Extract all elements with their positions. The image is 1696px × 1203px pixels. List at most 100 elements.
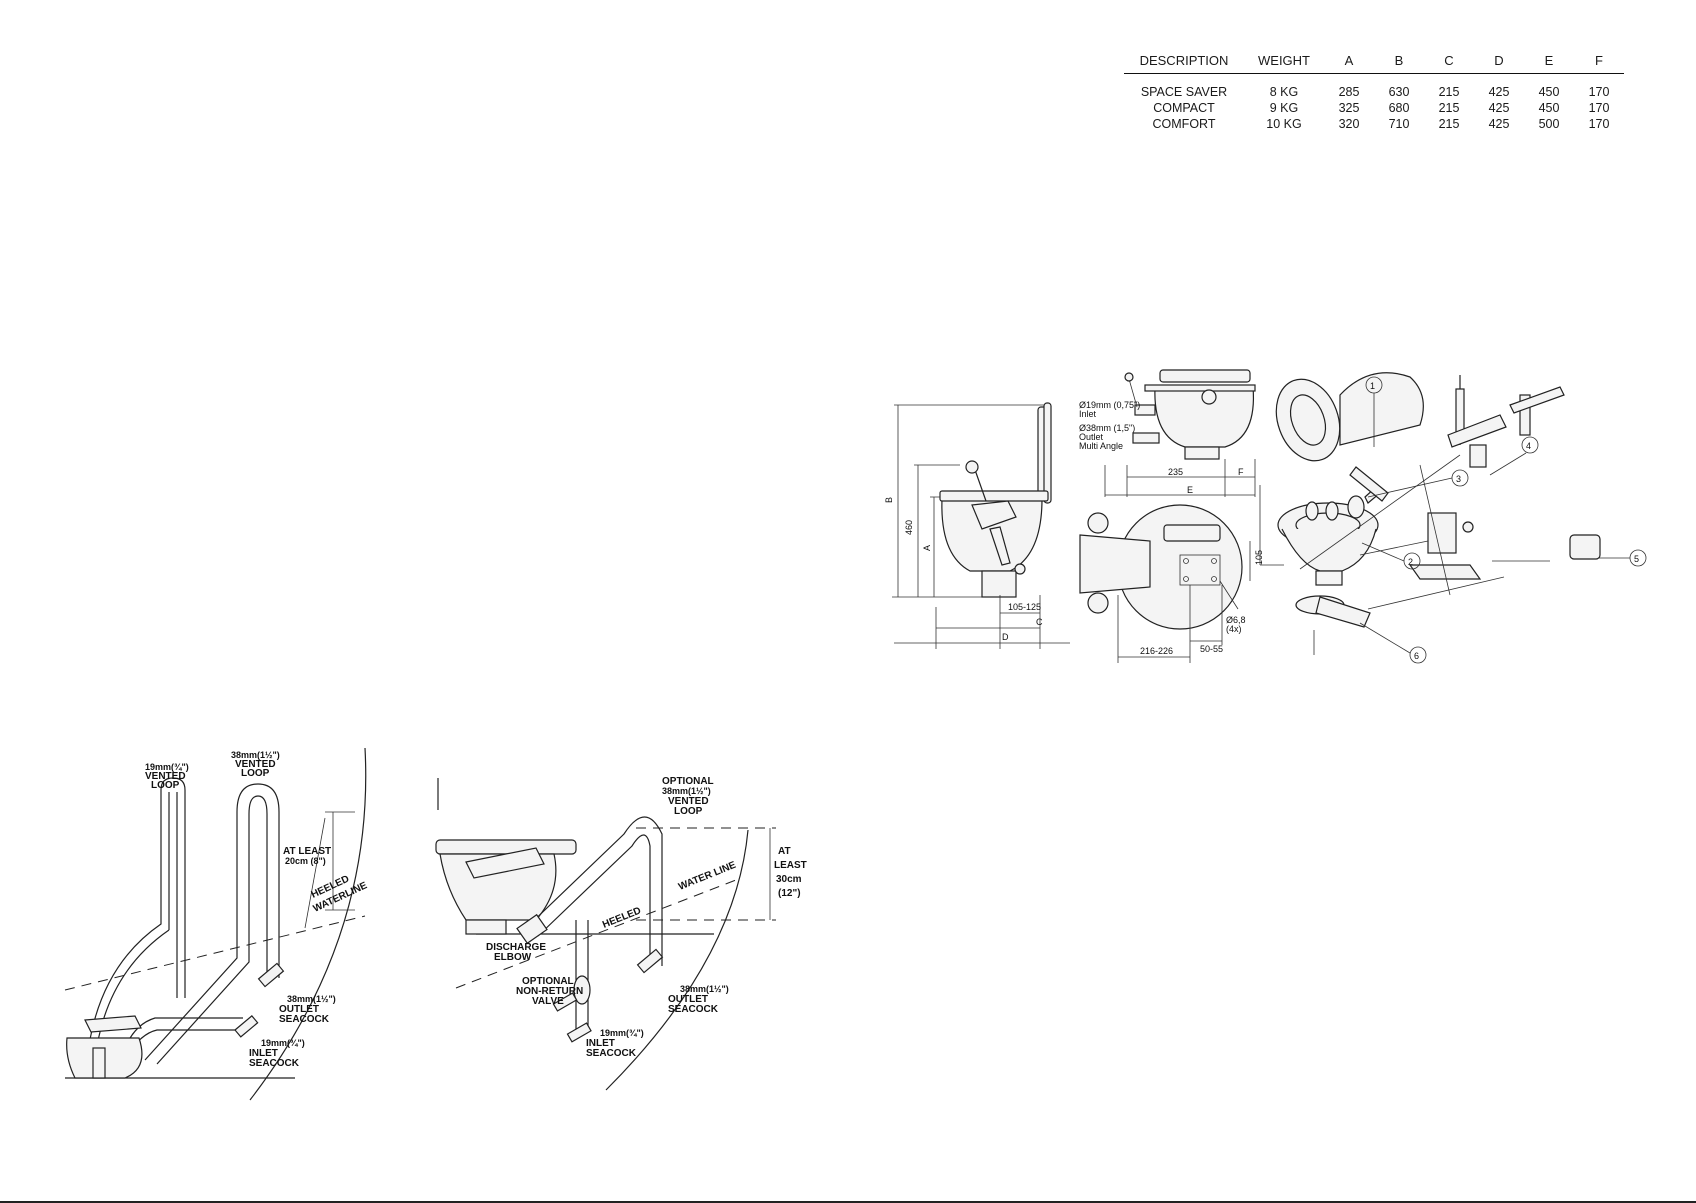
dim-a-label: A xyxy=(922,545,932,551)
installation-diagram-left: 19mm(¾") VENTED LOOP 38mm(1½") VENTED LO… xyxy=(64,747,369,1101)
cell: 450 xyxy=(1538,101,1560,115)
heeled-label: HEELED xyxy=(601,905,643,930)
outlet-size: 38mm(1½") xyxy=(680,984,729,994)
cell: 500 xyxy=(1538,117,1560,131)
svg-text:1: 1 xyxy=(1370,381,1375,391)
cell: 325 xyxy=(1338,101,1360,115)
dim-460-label: 460 xyxy=(904,520,914,535)
header-a: A xyxy=(1324,47,1374,74)
cell: 425 xyxy=(1488,117,1510,131)
cell: 425 xyxy=(1488,101,1510,115)
cell: 285 xyxy=(1338,85,1360,99)
cell: 710 xyxy=(1388,117,1410,131)
header-c: C xyxy=(1424,47,1474,74)
callout-4: 4 xyxy=(1489,436,1539,476)
callout-3: 3 xyxy=(1367,469,1469,498)
cell: 215 xyxy=(1438,101,1460,115)
table-row: COMFORT 10 KG 320 710 215 425 500 170 xyxy=(1124,116,1624,132)
side-view-drawing: B 460 A 105-125 C D xyxy=(884,402,1070,649)
at-least-label-1: AT LEAST xyxy=(283,846,331,857)
header-d: D xyxy=(1474,47,1524,74)
cell: 9 KG xyxy=(1269,101,1299,115)
cm-label: 30cm xyxy=(776,874,802,885)
cell: COMPACT xyxy=(1153,101,1215,115)
header-e: E xyxy=(1524,47,1574,74)
least-label: LEAST xyxy=(774,860,807,871)
outlet-size-label: Ø38mm (1,5") xyxy=(1079,423,1135,433)
outlet-label-2: SEACOCK xyxy=(279,1014,330,1025)
table-row: SPACE SAVER 8 KG 285 630 215 425 450 170 xyxy=(1124,74,1624,101)
header-description: DESCRIPTION xyxy=(1124,47,1244,74)
at-least-label-2: 20cm (8") xyxy=(285,856,326,866)
big-loop-label-1: VENTED xyxy=(235,759,276,770)
header-b: B xyxy=(1374,47,1424,74)
page-bottom-rule xyxy=(0,1201,1696,1203)
hole-label: Ø6,8 xyxy=(1226,615,1246,625)
cell: 170 xyxy=(1588,117,1610,131)
cell: 450 xyxy=(1538,85,1560,99)
svg-text:4: 4 xyxy=(1526,441,1531,451)
inch-label: (12") xyxy=(778,888,801,899)
spec-table: DESCRIPTION WEIGHT A B C D E F SPACE SAV… xyxy=(1124,47,1624,132)
cell: 320 xyxy=(1338,117,1360,131)
dim-e-label: E xyxy=(1187,485,1193,495)
cell: 8 KG xyxy=(1269,85,1299,99)
small-loop-size: 19mm(¾") xyxy=(145,762,189,772)
cell: 680 xyxy=(1388,101,1410,115)
outlet-label: Outlet xyxy=(1079,432,1104,442)
cell: 215 xyxy=(1438,85,1460,99)
cell: 630 xyxy=(1388,85,1410,99)
multi-angle-label: Multi Angle xyxy=(1079,441,1123,451)
exploded-view-drawing: 1 2 3 4 5 6 xyxy=(1259,372,1647,664)
discharge-label: DISCHARGE xyxy=(486,942,546,953)
water-line-label: WATER LINE xyxy=(677,860,738,893)
dim-235-label: 235 xyxy=(1168,467,1183,477)
header-f: F xyxy=(1574,47,1624,74)
inlet-label-2: SEACOCK xyxy=(586,1048,637,1059)
dim-d-label: D xyxy=(1002,632,1009,642)
inlet-label-2: SEACOCK xyxy=(249,1058,300,1069)
dim-216-226-label: 216-226 xyxy=(1140,646,1173,656)
small-loop-label-1: VENTED xyxy=(145,771,186,782)
elbow-label: ELBOW xyxy=(494,952,532,963)
inlet-label: Inlet xyxy=(1079,409,1097,419)
inlet-size-label: Ø19mm (0,75") xyxy=(1079,400,1140,410)
opt-valve-label-3: VALVE xyxy=(532,996,564,1007)
svg-text:5: 5 xyxy=(1634,554,1639,564)
inlet-label-1: INLET xyxy=(586,1038,615,1049)
dim-105-label: 105 xyxy=(1254,550,1264,565)
dim-b-label: B xyxy=(884,497,894,503)
opt-valve-label-2: NON-RETURN xyxy=(516,986,583,997)
svg-text:3: 3 xyxy=(1456,474,1461,484)
outlet-label-2: SEACOCK xyxy=(668,1004,719,1015)
loop-label: LOOP xyxy=(674,806,703,817)
top-view-drawing: 105 Ø6,8 (4x) 50-55 216-226 xyxy=(1079,504,1264,663)
table-row: COMPACT 9 KG 325 680 215 425 450 170 xyxy=(1124,100,1624,116)
cell: 170 xyxy=(1588,85,1610,99)
loop-size: 38mm(1½") xyxy=(662,786,711,796)
cell: 10 KG xyxy=(1266,117,1302,131)
dim-c-label: C xyxy=(1036,617,1043,627)
cell: COMFORT xyxy=(1152,117,1216,131)
dim-105-125-label: 105-125 xyxy=(1008,602,1041,612)
big-loop-label-2: LOOP xyxy=(241,768,270,779)
cell: SPACE SAVER xyxy=(1140,85,1228,99)
optional-loop-label: OPTIONAL xyxy=(662,776,714,787)
spec-header-row: DESCRIPTION WEIGHT A B C D E F xyxy=(1124,47,1624,74)
hole-count-label: (4x) xyxy=(1226,624,1242,634)
dim-50-55-label: 50-55 xyxy=(1200,644,1223,654)
opt-valve-label-1: OPTIONAL xyxy=(522,976,574,987)
cell: 425 xyxy=(1488,85,1510,99)
callout-1: 1 xyxy=(1365,376,1383,447)
header-weight: WEIGHT xyxy=(1244,47,1324,74)
big-loop-size: 38mm(1½") xyxy=(231,750,280,760)
cell: 170 xyxy=(1588,101,1610,115)
callout-6: 6 xyxy=(1359,622,1427,664)
inlet-label-1: INLET xyxy=(249,1048,278,1059)
rear-view-drawing: Ø19mm (0,75") Inlet Ø38mm (1,5") Outlet … xyxy=(1079,369,1256,497)
dim-f-label: F xyxy=(1238,467,1244,477)
callout-2: 2 xyxy=(1361,542,1421,570)
svg-text:6: 6 xyxy=(1414,651,1419,661)
outlet-label-1: OUTLET xyxy=(279,1004,319,1015)
vented-label: VENTED xyxy=(668,796,709,807)
